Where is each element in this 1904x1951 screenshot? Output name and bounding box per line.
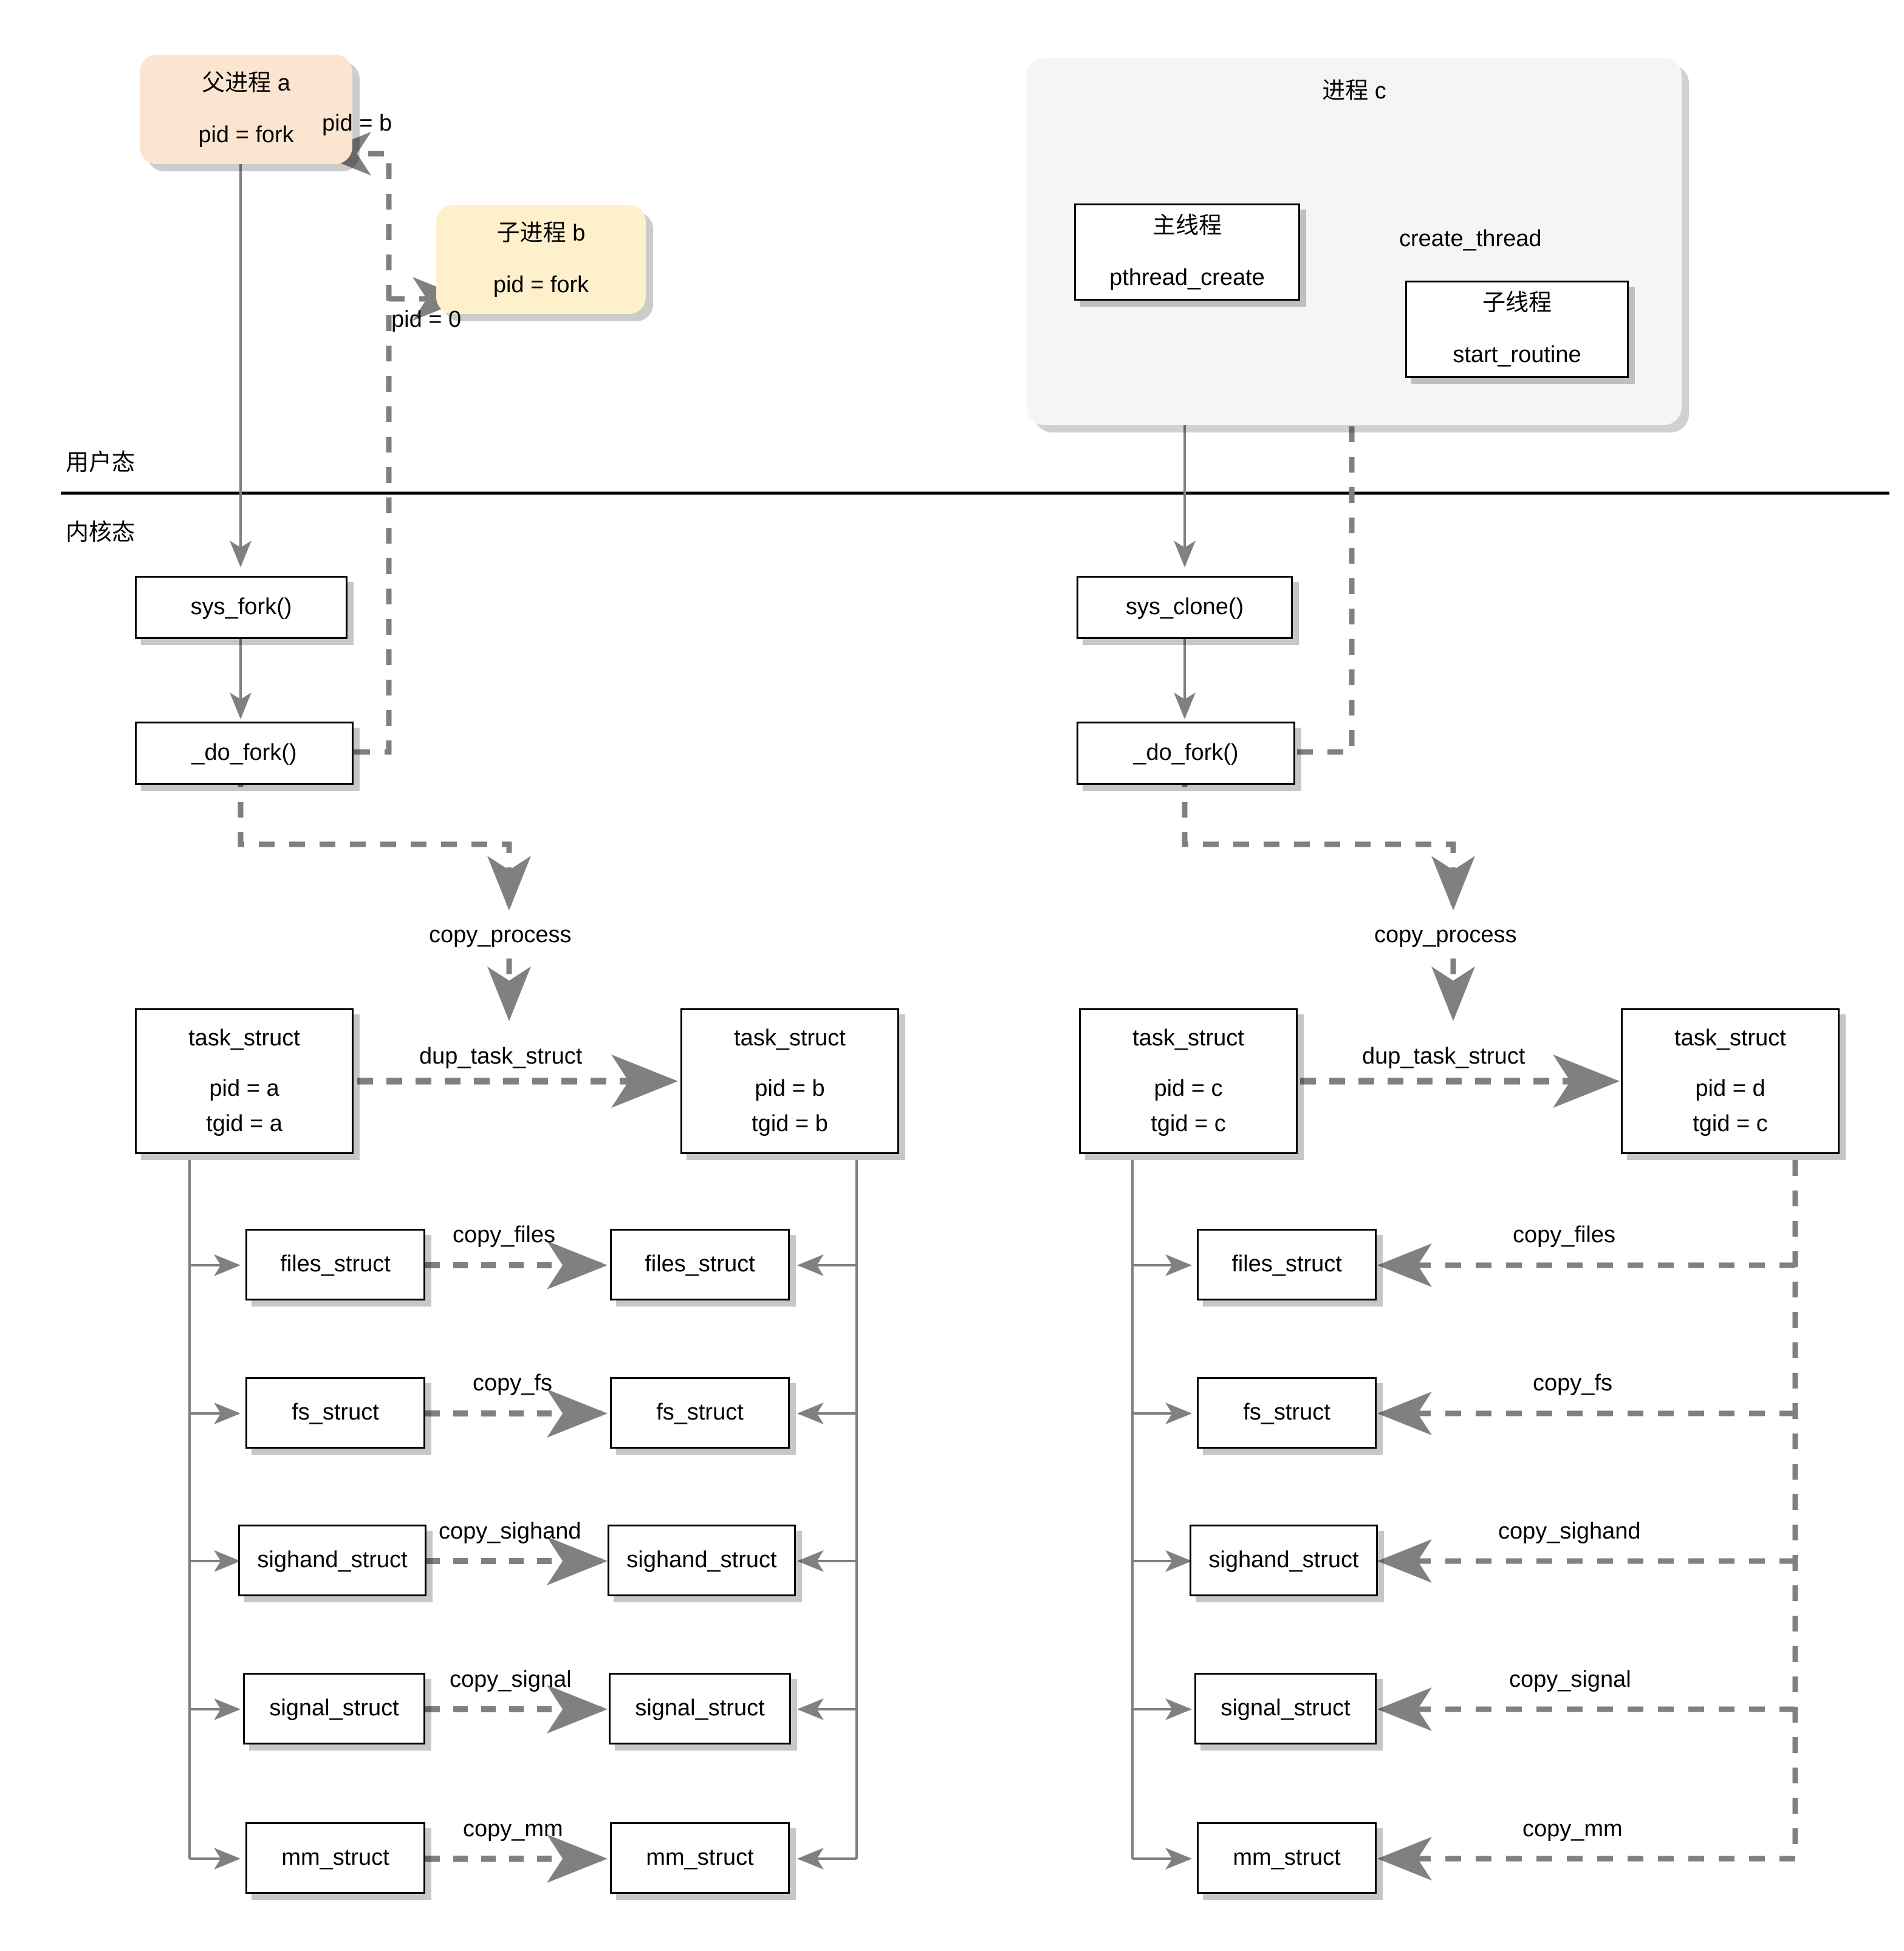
task-struct-b-pid: pid = b [755, 1076, 825, 1102]
parent-process-box[interactable]: 父进程 a pid = fork [140, 55, 352, 164]
do-fork-box-left[interactable]: _do_fork() [135, 722, 354, 785]
copy-process-label-left: copy_process [429, 922, 572, 948]
right-copy-mm-label: copy_mm [1522, 1816, 1623, 1842]
left-child-struct-sighand-label: sighand_struct [626, 1547, 777, 1573]
left-parent-struct-mm-label: mm_struct [281, 1845, 389, 1871]
return-pid-0-label: pid = 0 [391, 307, 462, 332]
child-thread-box[interactable]: 子线程 start_routine [1405, 281, 1629, 378]
left-child-struct-sighand[interactable]: sighand_struct [608, 1525, 796, 1596]
sys-clone-label: sys_clone() [1125, 594, 1244, 620]
right-struct-files-label: files_struct [1231, 1251, 1342, 1277]
left-parent-struct-sighand[interactable]: sighand_struct [238, 1525, 426, 1596]
sys-fork-box[interactable]: sys_fork() [135, 576, 348, 639]
return-pid-b-label: pid = b [322, 111, 392, 136]
process-c-title: 进程 c [1322, 78, 1386, 104]
right-struct-signal-label: signal_struct [1221, 1695, 1351, 1721]
parent-process-title: 父进程 a [202, 70, 290, 96]
dup-task-struct-label-right: dup_task_struct [1362, 1044, 1526, 1069]
left-copy-signal-label: copy_signal [450, 1667, 572, 1692]
left-child-struct-files[interactable]: files_struct [610, 1229, 790, 1300]
left-copy-mm-label: copy_mm [463, 1816, 563, 1842]
right-copy-process-path [1182, 771, 1475, 911]
child-process-title: 子进程 b [496, 220, 586, 246]
left-parent-struct-sighand-label: sighand_struct [257, 1547, 408, 1573]
left-copy-files-label: copy_files [453, 1222, 555, 1248]
task-struct-a-tgid: tgid = a [206, 1110, 283, 1136]
create-thread-label: create_thread [1399, 226, 1542, 251]
task-struct-b-tgid: tgid = b [752, 1110, 828, 1136]
main-thread-title: 主线程 [1152, 213, 1222, 239]
sys-clone-box[interactable]: sys_clone() [1077, 576, 1293, 639]
left-child-struct-signal[interactable]: signal_struct [609, 1673, 791, 1744]
task-struct-a-pid: pid = a [209, 1076, 279, 1102]
child-process-body: pid = fork [493, 272, 589, 298]
user-mode-label: 用户态 [66, 450, 135, 476]
left-copy-sighand-label: copy_sighand [439, 1519, 581, 1544]
right-struct-sighand[interactable]: sighand_struct [1190, 1525, 1378, 1596]
copy-process-label-right: copy_process [1374, 922, 1517, 948]
right-struct-fs-label: fs_struct [1243, 1399, 1330, 1426]
do-fork-label-left: _do_fork() [191, 740, 297, 766]
task-struct-a-title: task_struct [188, 1025, 300, 1051]
right-copy-signal-label: copy_signal [1509, 1667, 1631, 1692]
task-struct-d-box[interactable]: task_struct pid = d tgid = c [1621, 1008, 1840, 1154]
left-parent-struct-mm[interactable]: mm_struct [245, 1822, 425, 1894]
left-child-struct-fs-label: fs_struct [656, 1399, 744, 1426]
left-parent-struct-signal-label: signal_struct [269, 1695, 399, 1721]
left-parent-struct-files[interactable]: files_struct [245, 1229, 425, 1300]
right-copy-sighand-label: copy_sighand [1498, 1519, 1641, 1544]
task-struct-c-tgid: tgid = c [1151, 1110, 1226, 1136]
dofork-return-parent [317, 132, 392, 755]
left-child-struct-mm[interactable]: mm_struct [610, 1822, 790, 1894]
task-struct-c-box[interactable]: task_struct pid = c tgid = c [1079, 1008, 1298, 1154]
do-fork-label-right: _do_fork() [1133, 740, 1239, 766]
right-struct-sighand-label: sighand_struct [1208, 1547, 1359, 1573]
left-child-struct-files-label: files_struct [645, 1251, 755, 1277]
right-struct-signal[interactable]: signal_struct [1194, 1673, 1377, 1744]
do-fork-box-right[interactable]: _do_fork() [1077, 722, 1295, 785]
left-parent-struct-files-label: files_struct [280, 1251, 391, 1277]
main-thread-box[interactable]: 主线程 pthread_create [1074, 203, 1300, 301]
child-thread-body: start_routine [1453, 342, 1581, 367]
left-parent-struct-fs-label: fs_struct [292, 1399, 379, 1426]
left-child-struct-mm-label: mm_struct [646, 1845, 754, 1871]
left-copy-process-path [238, 771, 531, 911]
task-struct-b-title: task_struct [734, 1025, 846, 1051]
left-child-struct-fs[interactable]: fs_struct [610, 1377, 790, 1449]
parent-process-body: pid = fork [198, 122, 294, 148]
sys-fork-label: sys_fork() [190, 594, 292, 620]
dup-task-struct-label-left: dup_task_struct [419, 1044, 583, 1069]
kernel-mode-label: 内核态 [66, 520, 135, 545]
left-child-struct-signal-label: signal_struct [635, 1695, 765, 1721]
task-struct-d-pid: pid = d [1695, 1076, 1765, 1102]
left-parent-struct-signal[interactable]: signal_struct [243, 1673, 425, 1744]
right-struct-files[interactable]: files_struct [1197, 1229, 1377, 1300]
task-struct-c-pid: pid = c [1154, 1076, 1223, 1102]
right-struct-mm-label: mm_struct [1233, 1845, 1341, 1871]
child-thread-title: 子线程 [1482, 290, 1552, 316]
right-struct-mm[interactable]: mm_struct [1197, 1822, 1377, 1894]
right-copy-fs-label: copy_fs [1533, 1370, 1612, 1396]
task-struct-a-box[interactable]: task_struct pid = a tgid = a [135, 1008, 354, 1154]
child-process-box[interactable]: 子进程 b pid = fork [436, 205, 646, 314]
right-copy-files-label: copy_files [1513, 1222, 1615, 1248]
left-parent-struct-fs[interactable]: fs_struct [245, 1377, 425, 1449]
task-struct-d-title: task_struct [1674, 1025, 1786, 1051]
right-struct-fs[interactable]: fs_struct [1197, 1377, 1377, 1449]
task-struct-c-title: task_struct [1132, 1025, 1244, 1051]
main-thread-body: pthread_create [1109, 265, 1265, 290]
task-struct-d-tgid: tgid = c [1693, 1110, 1768, 1136]
left-copy-fs-label: copy_fs [473, 1370, 552, 1396]
task-struct-b-box[interactable]: task_struct pid = b tgid = b [680, 1008, 899, 1154]
